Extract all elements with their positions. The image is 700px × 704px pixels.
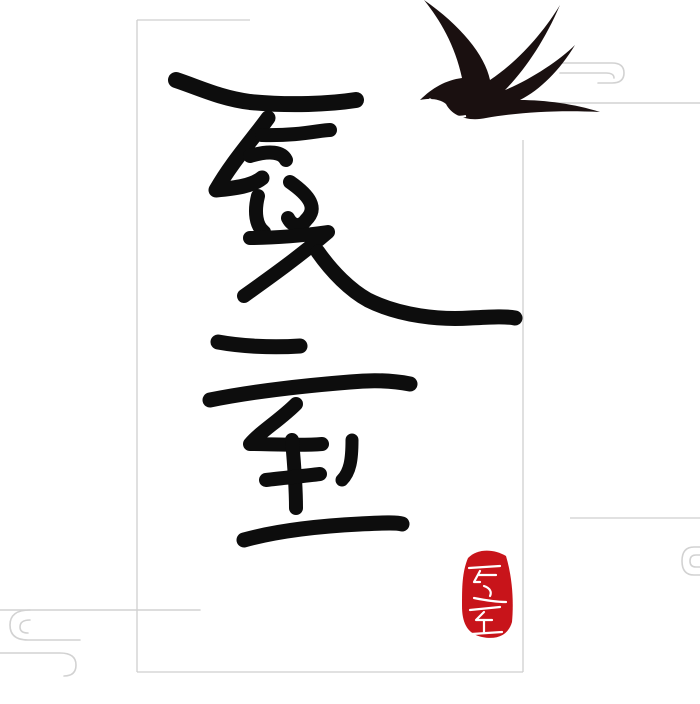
glyph-zhi bbox=[202, 373, 418, 548]
swallow-icon bbox=[420, 0, 600, 120]
frame-lines bbox=[136, 19, 700, 673]
glyph-xia bbox=[168, 72, 523, 355]
seal-stamp-icon bbox=[462, 550, 513, 638]
cloud-motif-icon bbox=[0, 62, 700, 677]
